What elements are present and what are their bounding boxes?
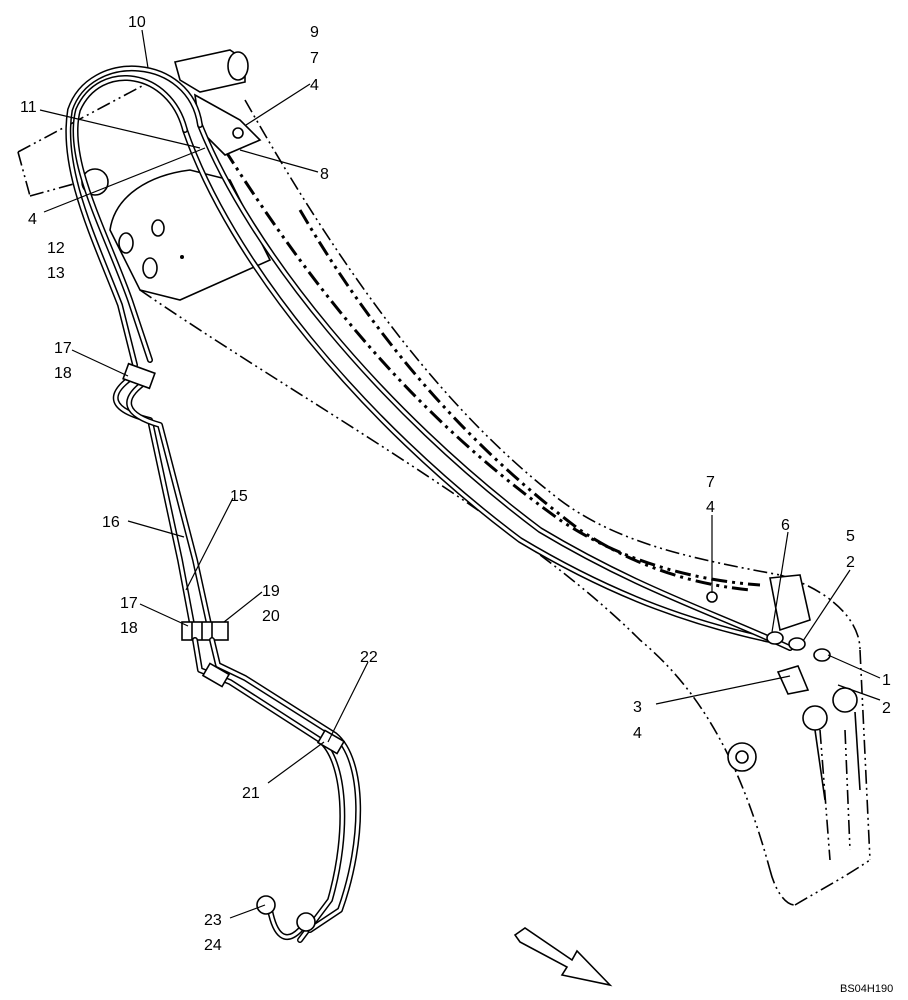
callout-22: 22	[360, 649, 378, 666]
callout-5-2: 5 2	[846, 528, 859, 571]
callout-16: 16	[102, 514, 120, 531]
bucket-fittings	[232, 127, 831, 695]
callout-11: 11	[20, 99, 37, 116]
callout-23-24: 23 24	[204, 912, 226, 954]
callout-17-18-upper: 17 18	[54, 340, 76, 382]
boom-hoses	[182, 122, 793, 651]
steel-tubes	[112, 362, 229, 643]
callout-19-20: 19 20	[262, 583, 284, 625]
boom-phantom-outline	[17, 85, 871, 906]
callout-2-right: 2	[882, 700, 891, 717]
callout-15: 15	[230, 488, 248, 505]
callout-4-left: 4	[28, 211, 37, 228]
drawing-code: BS04H190	[840, 983, 893, 995]
direction-arrow	[513, 927, 613, 987]
callout-21: 21	[242, 785, 260, 802]
callout-7-4-right: 7 4	[706, 474, 719, 516]
arc-hose	[65, 65, 203, 368]
callout-10: 10	[128, 14, 146, 31]
lower-hoses	[192, 637, 362, 943]
callout-6: 6	[781, 517, 790, 534]
bucket-link	[727, 574, 861, 801]
callout-9-7-4: 9 7 4	[310, 24, 323, 94]
callout-1: 1	[882, 672, 891, 689]
callout-17-18-lower: 17 18	[120, 595, 142, 637]
callout-3-4: 3 4	[633, 699, 646, 742]
callout-labels: 10 9 7 4 11 8 4 12 13 17 18 15 16 17 18 …	[20, 14, 891, 954]
callout-leaders	[39, 29, 881, 919]
callout-12-13: 12 13	[47, 240, 69, 282]
callout-8: 8	[320, 166, 329, 183]
